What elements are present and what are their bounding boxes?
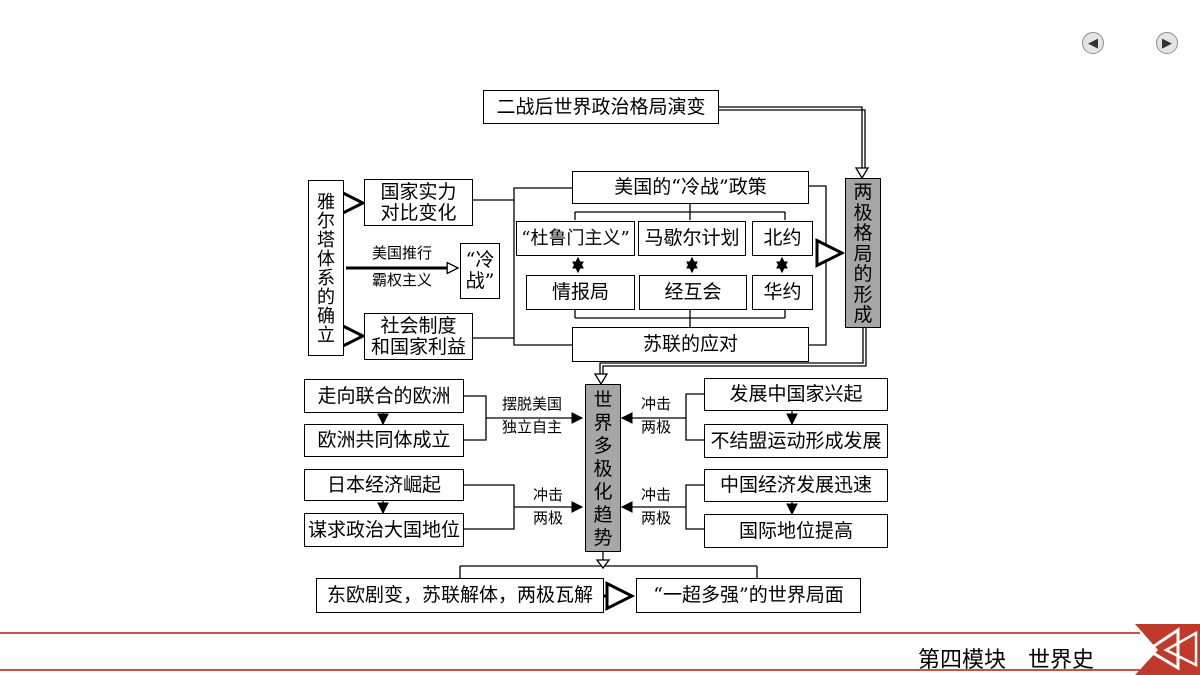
bipolar-char: 两 [853, 181, 873, 204]
developing-box: 发展中国家兴起 [704, 378, 888, 411]
warsaw-box: 华约 [752, 275, 813, 310]
multipolar-char: 势 [593, 526, 613, 549]
impact-line: 两极 [640, 418, 671, 437]
multipolar-char: 世 [593, 388, 613, 411]
nonaligned-box: 不结盟运动形成发展 [704, 424, 888, 458]
europe-label-line: 独立自主 [501, 418, 562, 437]
yalta-char: 系 [317, 268, 335, 289]
yalta-char: 塔 [317, 230, 335, 251]
multipolar-char: 界 [593, 411, 613, 434]
impact-label-left: 冲击 两极 [526, 484, 570, 531]
chevron-emblem-icon [1135, 624, 1200, 675]
soviet-box: 苏联的应对 [572, 327, 809, 362]
yalta-char: 的 [317, 287, 335, 308]
impact-line: 冲击 [640, 395, 671, 413]
us-push-line: 美国推行 [371, 244, 432, 262]
bipolar-char: 的 [853, 263, 873, 286]
impact-line: 冲击 [532, 486, 563, 504]
impact-label-right-top: 冲击 两极 [634, 393, 678, 440]
us-policy-box: 美国的“冷战”政策 [572, 171, 809, 204]
module-title: 第四模块 世界史 [918, 648, 1095, 673]
cominform-box: 情报局 [526, 275, 635, 310]
europe-box: 走向联合的欧洲 [304, 379, 464, 413]
yalta-char: 立 [317, 325, 335, 346]
arrow-right-icon: ▶ [1162, 35, 1172, 51]
multipolar-char: 多 [593, 434, 613, 457]
yalta-char: 确 [317, 306, 335, 327]
bipolar-char: 极 [853, 201, 873, 224]
multipolar-char: 极 [593, 457, 613, 480]
impact-line: 两极 [532, 509, 563, 528]
bipolar-char: 格 [853, 222, 873, 245]
bipolar-char: 形 [853, 283, 873, 306]
multipolar-char: 趋 [593, 503, 613, 526]
cold-war-box: “冷 战” [460, 243, 500, 299]
collapse-box: 东欧剧变，苏联解体，两极瓦解 [316, 578, 604, 613]
bipolar-box: 两 极 格 局 的 形 成 [845, 178, 881, 328]
intl-status-box: 国际地位提高 [704, 514, 888, 548]
truman-box: “杜鲁门主义” [516, 221, 635, 256]
us-push-line: 霸权主义 [371, 270, 432, 289]
yalta-char: 雅 [317, 192, 335, 213]
impact-line: 冲击 [640, 486, 671, 504]
japan-rise-box: 日本经济崛起 [304, 469, 464, 501]
china-econ-box: 中国经济发展迅速 [704, 469, 888, 502]
multipolar-box: 世 界 多 极 化 趋 势 [585, 384, 621, 552]
impact-label-right-bottom: 冲击 两极 [634, 484, 678, 531]
next-page-button[interactable]: ▶ [1156, 32, 1178, 54]
yalta-char: 体 [317, 249, 335, 270]
yalta-box: 雅 尔 塔 体 系 的 确 立 [308, 180, 344, 356]
yalta-char: 尔 [317, 211, 335, 232]
power-box: 国家实力 对比变化 [364, 179, 473, 226]
europe-label-line: 摆脱美国 [501, 395, 562, 413]
bipolar-char: 局 [853, 242, 873, 265]
prev-page-button[interactable]: ◀ [1082, 32, 1104, 54]
arrow-left-icon: ◀ [1088, 35, 1098, 51]
us-push-label: 美国推行 霸权主义 [366, 242, 438, 291]
bipolar-char: 成 [853, 304, 873, 327]
ec-box: 欧洲共同体成立 [304, 424, 464, 457]
multipolar-char: 化 [593, 480, 613, 503]
one-super-box: “一超多强”的世界局面 [636, 578, 861, 613]
comecon-box: 经互会 [639, 275, 747, 310]
nato-box: 北约 [752, 221, 813, 256]
title-box: 二战后世界政治格局演变 [483, 90, 719, 124]
marshall-box: 马歇尔计划 [638, 221, 746, 256]
europe-label: 摆脱美国 独立自主 [493, 393, 571, 440]
impact-line: 两极 [640, 509, 671, 528]
japan-power-box: 谋求政治大国地位 [304, 513, 464, 547]
social-box: 社会制度 和国家利益 [364, 313, 473, 360]
